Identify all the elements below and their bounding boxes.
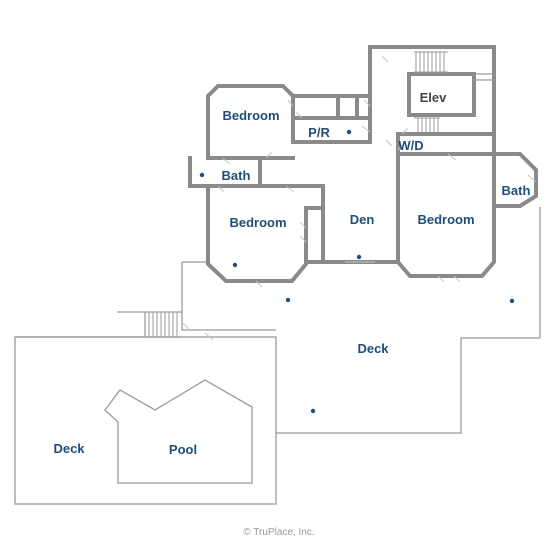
room-label-deck-main: Deck: [357, 341, 389, 356]
room-label-den: Den: [350, 212, 375, 227]
pool-deck-outline: [14, 336, 277, 505]
room-label-bedroom-right: Bedroom: [417, 212, 474, 227]
room-label-elev: Elev: [420, 90, 448, 105]
room-label-bedroom-left: Bedroom: [229, 215, 286, 230]
fixture-dots: [199, 129, 515, 414]
interior-stairs: [414, 51, 494, 132]
pool-outline: [104, 379, 253, 484]
house-walls: [188, 45, 538, 283]
copyright-text: © TruPlace, Inc.: [243, 527, 315, 538]
room-label-bath-left: Bath: [222, 168, 251, 183]
room-label-wd: W/D: [398, 138, 423, 153]
room-label-pr: P/R: [308, 125, 330, 140]
room-label-bedroom-upper-left: Bedroom: [222, 108, 279, 123]
room-label-deck-pool: Deck: [53, 441, 85, 456]
deck-stairs: [117, 311, 214, 341]
room-label-pool: Pool: [169, 442, 197, 457]
door-swings: [217, 55, 537, 288]
deck-outline: [15, 207, 541, 434]
room-label-bath-right: Bath: [502, 183, 531, 198]
